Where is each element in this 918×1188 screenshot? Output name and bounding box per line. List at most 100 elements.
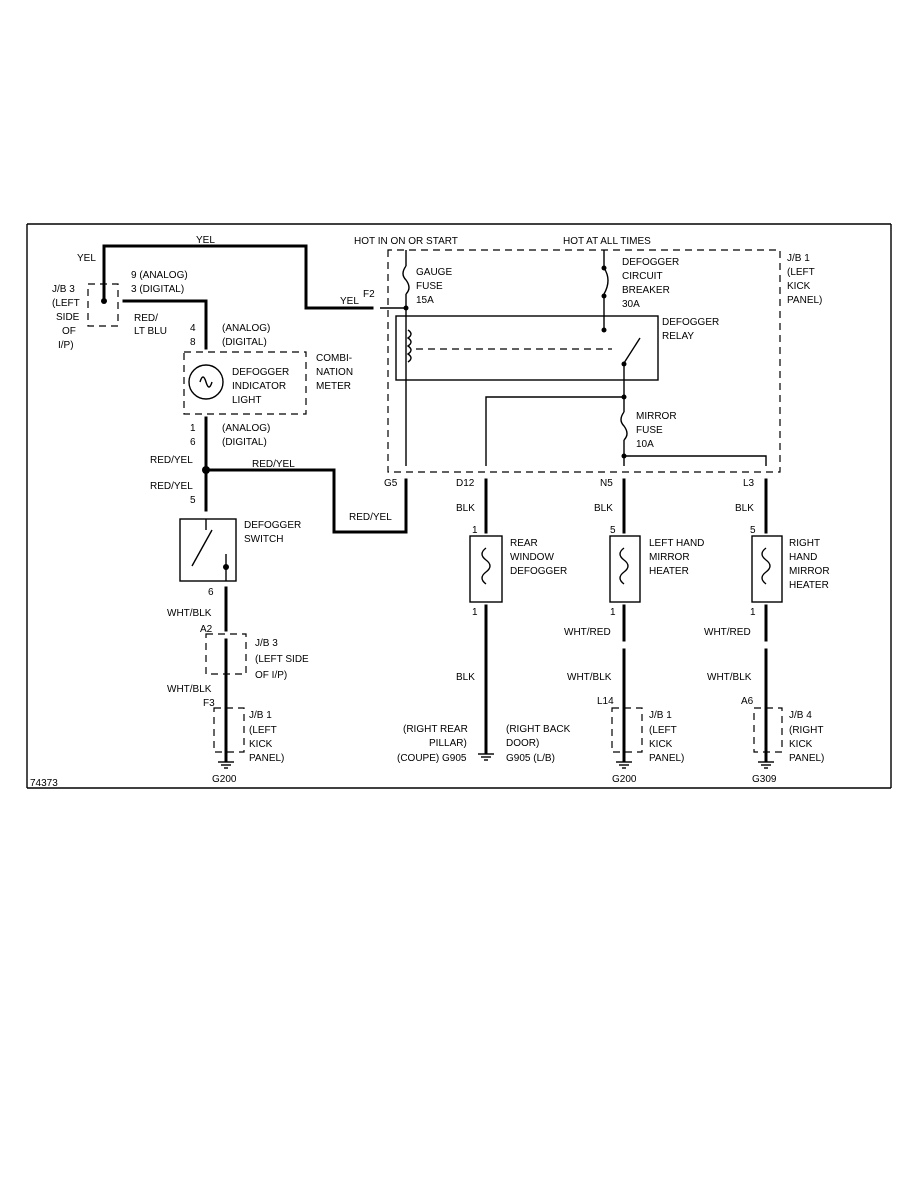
label-cb-2: CIRCUIT — [622, 271, 663, 282]
dot-f2 — [403, 305, 409, 311]
label-blk-n5: BLK — [594, 503, 613, 514]
label-jb3b-2: (LEFT SIDE — [255, 654, 309, 665]
label-wht-blk-2: WHT/BLK — [167, 684, 212, 695]
label-jb1a-1: J/B 1 — [249, 710, 272, 721]
label-n5: N5 — [600, 478, 613, 489]
label-rh-4: HEATER — [789, 580, 829, 591]
label-g200-b: G200 — [612, 774, 637, 785]
label-red-yel-3: RED/YEL — [150, 481, 193, 492]
label-blk-l3: BLK — [735, 503, 754, 514]
label-jb3b-1: J/B 3 — [255, 638, 278, 649]
label-lh-pin1: 1 — [610, 607, 616, 618]
label-jb1b-3: KICK — [649, 739, 673, 750]
label-red-yel-4: RED/YEL — [349, 512, 392, 523]
label-rrp-1: (RIGHT REAR — [403, 724, 468, 735]
cb-symbol — [603, 267, 609, 295]
label-wht-red-rh: WHT/RED — [704, 627, 751, 638]
label-combi-2: NATION — [316, 367, 353, 378]
label-gauge-3: 15A — [416, 295, 434, 306]
label-digital-b: (DIGITAL) — [222, 437, 267, 448]
label-rh-pin1: 1 — [750, 607, 756, 618]
label-jb3-l2: (LEFT — [52, 298, 80, 309]
label-cb-4: 30A — [622, 299, 640, 310]
label-mirror-2: FUSE — [636, 425, 663, 436]
label-rh-2: HAND — [789, 552, 817, 563]
label-jb1-4: PANEL) — [787, 295, 822, 306]
diagram-labels: 74373 HOT IN ON OR START HOT AT ALL TIME… — [30, 235, 830, 789]
jb1-lower-box-b — [611, 707, 643, 753]
label-rrp-3: (COUPE) G905 — [397, 753, 467, 764]
label-jb4-3: KICK — [789, 739, 813, 750]
label-rwd-pin1: 1 — [472, 525, 478, 536]
label-g309: G309 — [752, 774, 777, 785]
label-jb1-3: KICK — [787, 281, 811, 292]
label-lh-pin5: 5 — [610, 525, 616, 536]
label-yel-f2: YEL — [340, 296, 359, 307]
label-combi-3: METER — [316, 381, 351, 392]
cb-dot3 — [601, 327, 607, 333]
label-a2: A2 — [200, 624, 213, 635]
label-pin5-sw: 5 — [190, 495, 196, 506]
label-rwd-3: DEFOGGER — [510, 566, 567, 577]
rwd-heater-symbol — [481, 547, 491, 585]
label-l14: L14 — [597, 696, 614, 707]
label-cb-3: BREAKER — [622, 285, 670, 296]
label-g200-a: G200 — [212, 774, 237, 785]
combination-meter — [183, 351, 307, 415]
label-analog-b: (ANALOG) — [222, 423, 270, 434]
label-sw-1: DEFOGGER — [244, 520, 301, 531]
label-lh-2: MIRROR — [649, 552, 690, 563]
label-wht-blk-rh: WHT/BLK — [707, 672, 752, 683]
label-hot-run: HOT IN ON OR START — [354, 236, 458, 247]
label-pin6: 6 — [190, 437, 196, 448]
splice-red-yel — [202, 466, 210, 474]
wire-to-l3 — [624, 455, 767, 466]
splice-jb3 — [101, 298, 107, 304]
label-lh-3: HEATER — [649, 566, 689, 577]
label-rrp-2: PILLAR) — [429, 738, 467, 749]
label-pin6-sw: 6 — [208, 587, 214, 598]
label-rh-pin5: 5 — [750, 525, 756, 536]
label-digital-a: (DIGITAL) — [222, 337, 267, 348]
label-rwd-1: REAR — [510, 538, 538, 549]
label-l3: L3 — [743, 478, 755, 489]
label-d12: D12 — [456, 478, 475, 489]
label-jb1a-2: (LEFT — [249, 725, 277, 736]
label-rwd-pin1b: 1 — [472, 607, 478, 618]
left-mirror-heater — [609, 535, 641, 603]
label-f2: F2 — [363, 289, 375, 300]
label-ind-3: LIGHT — [232, 395, 261, 406]
label-mirror-1: MIRROR — [636, 411, 677, 422]
label-jb1b-4: PANEL) — [649, 753, 684, 764]
label-pin3-digital: 3 (DIGITAL) — [131, 284, 184, 295]
rh-heater-symbol — [761, 547, 771, 585]
label-analog-a: (ANALOG) — [222, 323, 270, 334]
label-jb4-2: (RIGHT — [789, 725, 823, 736]
label-gauge-1: GAUGE — [416, 267, 452, 278]
jb1-lower-box-a — [213, 707, 245, 753]
label-jb3b-3: OF I/P) — [255, 670, 287, 681]
label-jb4-1: J/B 4 — [789, 710, 812, 721]
label-g5: G5 — [384, 478, 398, 489]
label-relay-1: DEFOGGER — [662, 317, 719, 328]
label-pin1: 1 — [190, 423, 196, 434]
label-mirror-3: 10A — [636, 439, 654, 450]
label-gauge-2: FUSE — [416, 281, 443, 292]
lh-heater-symbol — [619, 547, 629, 585]
label-jb1b-1: J/B 1 — [649, 710, 672, 721]
label-sw-2: SWITCH — [244, 534, 283, 545]
label-blk-d12: BLK — [456, 503, 475, 514]
jb3-top-box — [87, 283, 119, 327]
label-pin4: 4 — [190, 323, 196, 334]
label-jb1-2: (LEFT — [787, 267, 815, 278]
label-rbd-1: (RIGHT BACK — [506, 724, 571, 735]
label-blk-rwd: BLK — [456, 672, 475, 683]
jb3-lower-box — [205, 633, 247, 675]
label-jb1a-4: PANEL) — [249, 753, 284, 764]
wire-red-lt-blu — [122, 299, 208, 350]
label-lh-1: LEFT HAND — [649, 538, 704, 549]
label-pin8: 8 — [190, 337, 196, 348]
label-fig-id: 74373 — [30, 778, 58, 789]
jb4-lower-box — [753, 707, 783, 753]
